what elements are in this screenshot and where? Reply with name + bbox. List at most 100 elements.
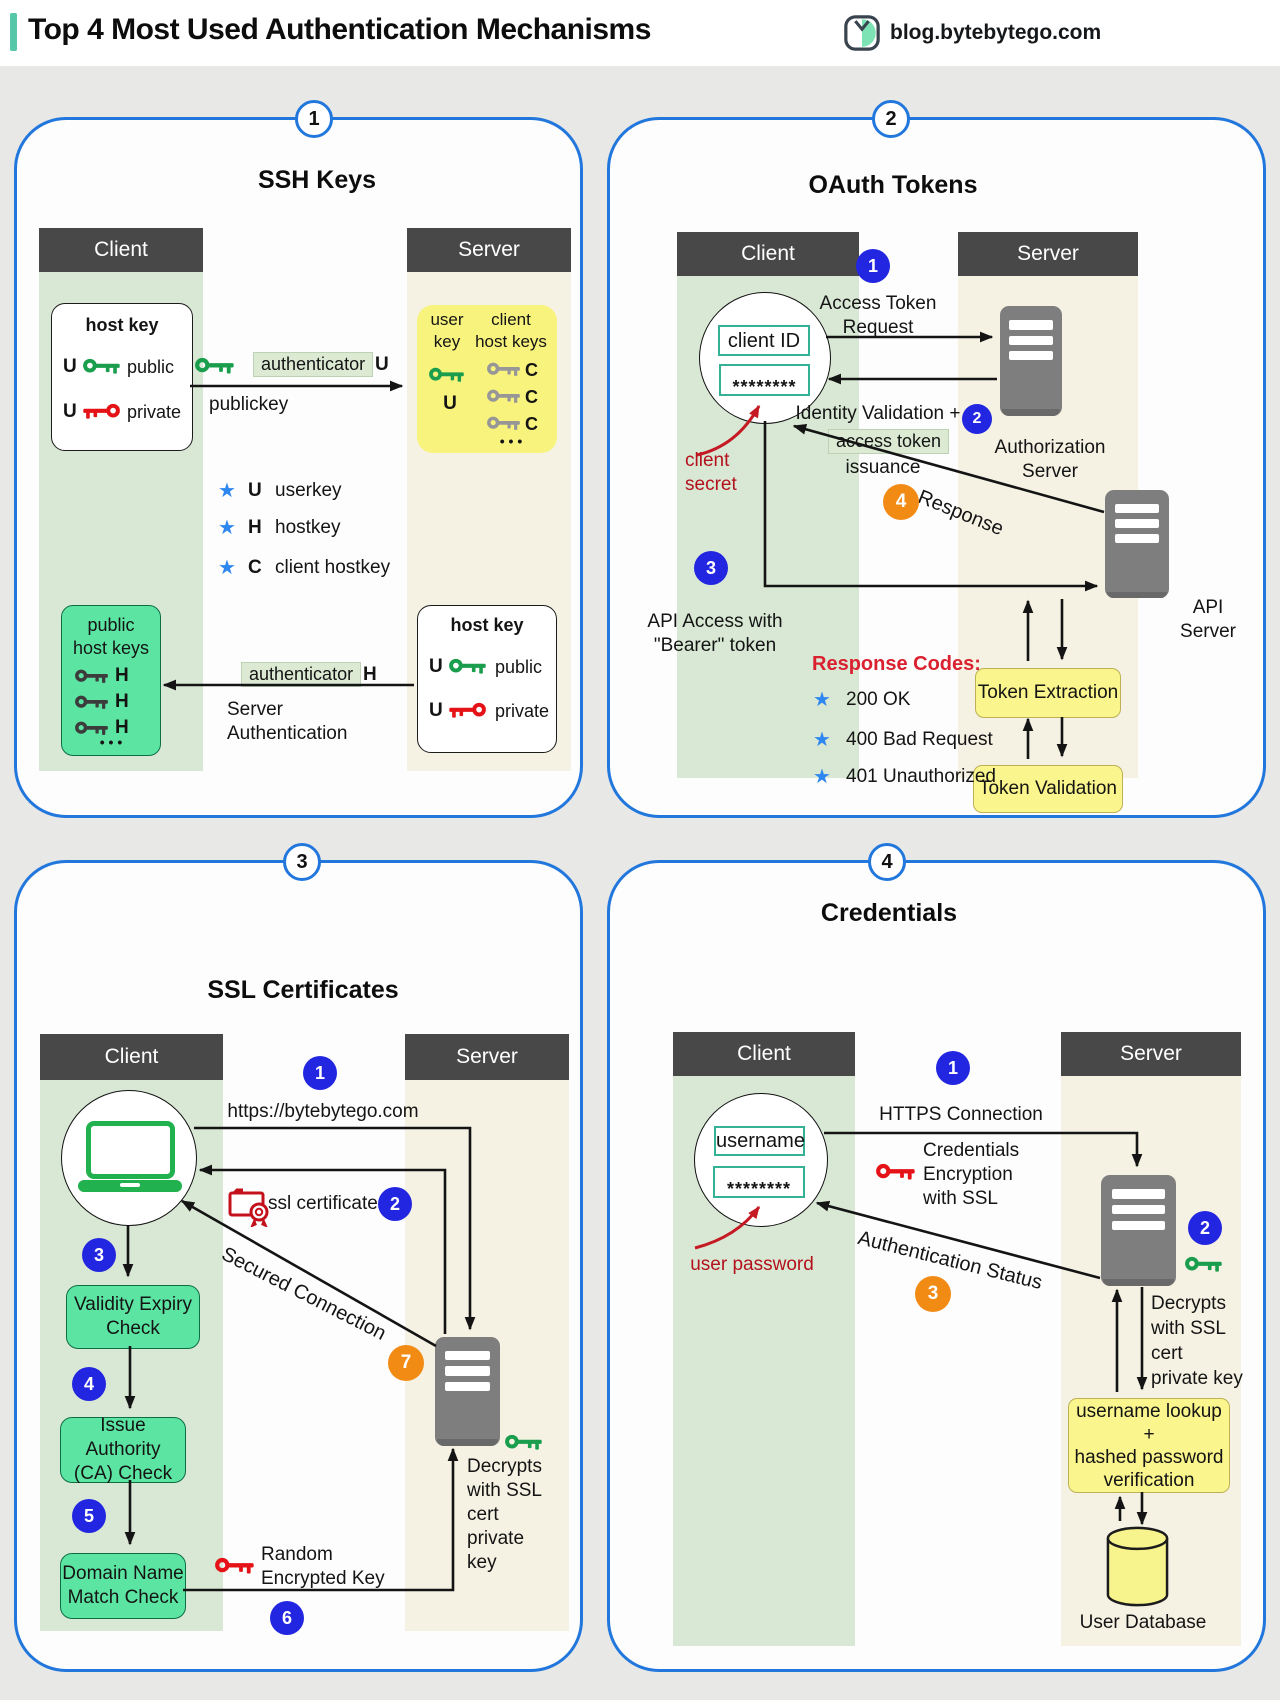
panel-title: SSL Certificates: [207, 976, 399, 1004]
panel-ssl-certificates: 3 SSL Certificates Client Server 1 https…: [14, 843, 583, 1672]
step-1-badge: 1: [936, 1051, 970, 1085]
url-label: https://bytebytego.com: [227, 1101, 419, 1122]
response-code: 200 OK: [846, 689, 911, 710]
encryption-key-icon: [876, 1162, 916, 1182]
star-icon: ★: [218, 517, 236, 539]
client-hostkey-tag: C: [525, 387, 538, 407]
page-header: Top 4 Most Used Authentication Mechanism…: [0, 0, 1280, 66]
server-authentication-label: Server Authentication: [227, 699, 348, 744]
legend-label: hostkey: [275, 517, 341, 538]
response-codes-title: Response Codes:: [812, 653, 981, 675]
site-url: blog.bytebytego.com: [890, 21, 1102, 44]
decrypts-label: Decrypts with SSL cert private key: [467, 1456, 542, 1573]
authentication-status-label: Authentication Status: [855, 1227, 1045, 1295]
authorization-server-label: Authorization Server: [994, 437, 1106, 482]
credentials-encryption-label: Credentials Encryption with SSL: [923, 1140, 1020, 1209]
client-app-circle: [699, 292, 831, 424]
server-column-header: Server: [958, 232, 1138, 276]
random-key-icon: [215, 1556, 255, 1576]
access-token-request-label: Access Token Request: [819, 293, 937, 338]
step-1-badge: 1: [856, 249, 890, 283]
hostkey-tag: H: [115, 665, 129, 686]
token-validation-box: Token Validation: [973, 765, 1123, 813]
step-1-badge: 1: [303, 1056, 337, 1090]
userkey-tag: U: [429, 700, 443, 721]
userkey-tag: U: [429, 656, 443, 677]
authenticator-label: authenticator: [253, 352, 374, 377]
response-code: 401 Unauthorized: [846, 766, 996, 787]
laptop-base-icon: [78, 1180, 182, 1192]
step-3-badge: 3: [915, 1276, 951, 1312]
hostkey-tag: H: [363, 664, 377, 685]
ssl-private-key-icon: [505, 1433, 543, 1452]
panel-ssh-keys: 1 SSH Keys Client Server host key U publ…: [14, 100, 583, 818]
host-key-label: host key: [85, 315, 159, 335]
client-column-header: Client: [39, 228, 203, 272]
login-form-circle: [694, 1093, 828, 1227]
client-host-key-box: [51, 303, 193, 451]
step-7-badge: 7: [388, 1345, 424, 1381]
laptop-icon: [86, 1121, 175, 1179]
userkey-tag: U: [443, 393, 457, 414]
step-5-badge: 5: [72, 1499, 106, 1533]
client-column-header: Client: [40, 1034, 223, 1080]
user-key-label: user key: [430, 310, 464, 351]
api-server-label: API Server: [1180, 597, 1236, 642]
legend-label: userkey: [275, 480, 342, 501]
authority-check-box: Issue Authority (CA) Check: [60, 1415, 186, 1484]
client-secret-field[interactable]: ********: [719, 364, 810, 397]
random-encrypted-key-label: Random Encrypted Key: [261, 1544, 385, 1589]
more-keys-dots: • • •: [499, 433, 523, 449]
step-6-badge: 6: [270, 1601, 304, 1635]
accent-bar: [10, 13, 17, 51]
server-key-store-box: [417, 305, 557, 453]
client-host-keys-label: client host keys: [475, 310, 547, 351]
user-database-icon: [1104, 1526, 1171, 1608]
authenticator-key-icon: [195, 356, 235, 376]
user-database-label: User Database: [1079, 1612, 1207, 1633]
step-4-badge: 4: [72, 1367, 106, 1401]
api-access-label: API Access with "Bearer" token: [647, 611, 783, 656]
decrypts-label: Decrypts with SSL cert private key: [1151, 1293, 1243, 1389]
star-icon: ★: [813, 689, 831, 711]
public-key-icon: [449, 657, 487, 676]
page-title: Top 4 Most Used Authentication Mechanism…: [28, 13, 651, 46]
user-password-label: user password: [690, 1254, 814, 1275]
ssl-private-key-icon: [1185, 1255, 1223, 1274]
client-hostkey-icon: [487, 361, 521, 378]
legend-tag: U: [248, 480, 262, 501]
ssl-certificate-label: ssl certificate: [268, 1193, 378, 1214]
client-hostkey-icon: [487, 388, 521, 405]
client-hostkey-tag: C: [525, 360, 538, 380]
hostkey-tag: H: [115, 717, 129, 738]
secured-connection-label: Secured Connection: [218, 1243, 390, 1345]
private-key-label: private: [127, 402, 182, 422]
lookup-verification-box: username lookup + hashed password verifi…: [1068, 1398, 1230, 1493]
username-field[interactable]: username: [714, 1126, 805, 1156]
userkey-tag: U: [375, 354, 389, 375]
panel-credentials: 4 Credentials Client Server username ***…: [607, 843, 1266, 1672]
client-column-header: Client: [673, 1032, 855, 1076]
step-2-badge: 2: [962, 404, 992, 434]
host-key-label: host key: [450, 615, 524, 635]
bytebytego-logo-icon: [844, 15, 880, 51]
hostkey-tag: H: [115, 691, 129, 712]
password-field[interactable]: ********: [713, 1166, 805, 1199]
issuance-label: issuance: [845, 457, 921, 478]
panel-number-badge: 4: [868, 843, 906, 881]
domain-check-box: Domain Name Match Check: [60, 1553, 186, 1619]
panel-title: SSH Keys: [257, 166, 377, 194]
user-key-icon: [429, 366, 465, 384]
panel-oauth-tokens: 2 OAuth Tokens Client Server client ID *…: [607, 100, 1266, 818]
public-key-label: public: [127, 357, 175, 377]
star-icon: ★: [813, 729, 831, 751]
server-column-header: Server: [405, 1034, 569, 1080]
userkey-tag: U: [63, 401, 77, 422]
private-key-icon: [81, 402, 121, 421]
panel-title: OAuth Tokens: [808, 171, 978, 199]
response-code: 400 Bad Request: [846, 729, 993, 750]
publickey-label: publickey: [209, 394, 289, 415]
host-key-icon: [75, 668, 109, 685]
public-key-icon: [83, 357, 121, 376]
client-id-field[interactable]: client ID: [718, 325, 810, 356]
